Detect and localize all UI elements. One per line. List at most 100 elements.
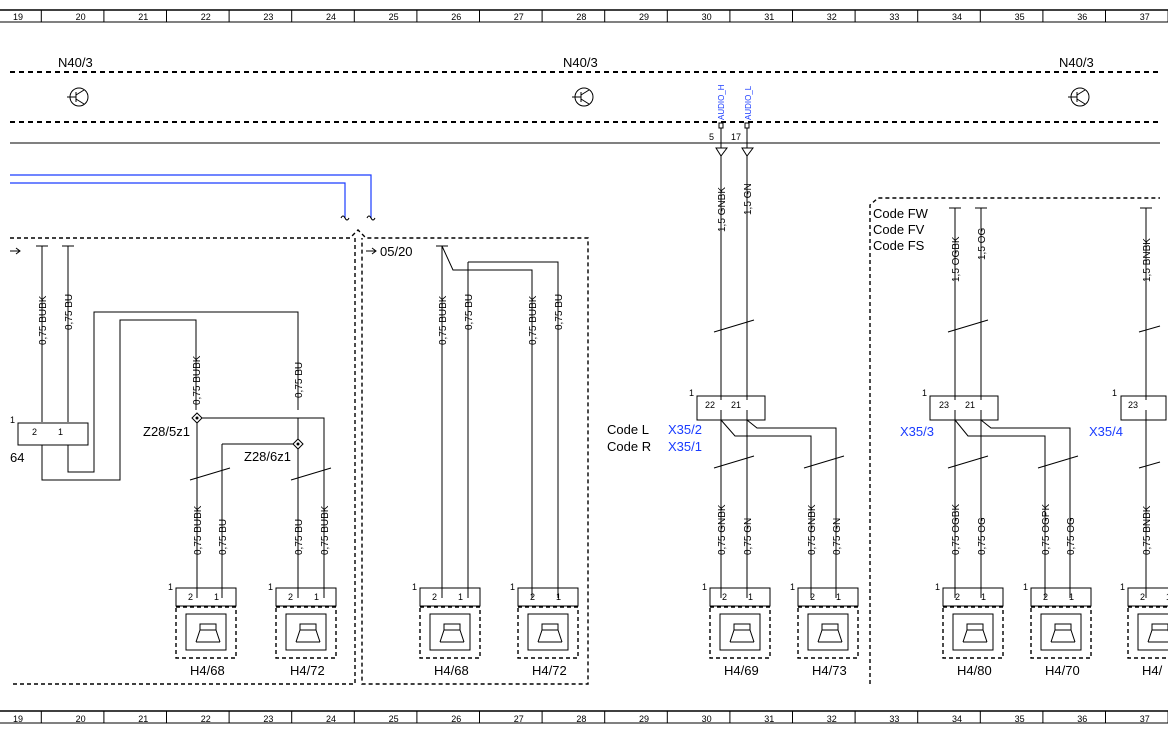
speaker-housing bbox=[175, 606, 237, 659]
speaker-connector bbox=[275, 587, 337, 607]
pin-label: 2 bbox=[188, 592, 193, 602]
wire-bundle bbox=[720, 410, 837, 598]
pin-5: 5 bbox=[709, 132, 714, 142]
code-label-fw: Code FW bbox=[873, 206, 929, 221]
pin-label: 1 bbox=[1112, 388, 1117, 398]
speaker-connector bbox=[1127, 587, 1168, 607]
speaker-label: H4/80 bbox=[957, 663, 992, 678]
pin-label: 2 bbox=[1043, 592, 1048, 602]
wire-label-bu: 0,75 BU bbox=[294, 362, 305, 398]
wire-bundle bbox=[36, 245, 74, 422]
arrow-right-icon bbox=[10, 247, 21, 255]
wire-label-og: 1,5 OG bbox=[977, 228, 988, 260]
speaker-frame bbox=[1040, 613, 1082, 651]
wire-label-ogpk: 0,75 OGPK bbox=[1041, 504, 1052, 555]
wire-label-bu: 0,75 BU bbox=[64, 294, 75, 330]
speaker-frame bbox=[952, 613, 994, 651]
code-label-fs: Code FS bbox=[873, 238, 925, 253]
connector-arrow-icon bbox=[715, 128, 754, 157]
pin-label: 1 bbox=[981, 592, 986, 602]
speaker-icon bbox=[295, 623, 321, 643]
grid-column-label: 37 bbox=[1140, 12, 1150, 22]
grid-column-label: 37 bbox=[1140, 714, 1150, 724]
pin-label: 1 bbox=[168, 582, 173, 592]
splice-icon bbox=[191, 412, 203, 424]
connector-block bbox=[17, 422, 89, 446]
pin-label: 2 bbox=[432, 592, 437, 602]
speaker-icon bbox=[729, 623, 755, 643]
connector-block bbox=[929, 395, 999, 421]
grid-column-label: 34 bbox=[952, 12, 962, 22]
speaker-label: H4/70 bbox=[1045, 663, 1080, 678]
pin-label: 1 bbox=[1166, 592, 1168, 602]
grid-column-label: 27 bbox=[514, 714, 524, 724]
grid-column-label: 26 bbox=[451, 714, 461, 724]
pin-label: 1 bbox=[458, 592, 463, 602]
grid-column-label: 34 bbox=[952, 714, 962, 724]
speaker-connector bbox=[419, 587, 481, 607]
pin-label: 21 bbox=[731, 400, 741, 410]
pin-label: 2 bbox=[530, 592, 535, 602]
cross-ref-64: 64 bbox=[10, 450, 24, 465]
speaker-housing bbox=[419, 606, 481, 659]
grid-column-label: 35 bbox=[1015, 12, 1025, 22]
grid-column-label: 33 bbox=[889, 714, 899, 724]
pin-label: 1 bbox=[510, 582, 515, 592]
grid-column-label: 36 bbox=[1077, 714, 1087, 724]
pin-label: 1 bbox=[314, 592, 319, 602]
speaker-connector bbox=[1030, 587, 1092, 607]
pin-label: 2 bbox=[955, 592, 960, 602]
grid-column-label: 22 bbox=[201, 12, 211, 22]
grid-column-label: 23 bbox=[263, 12, 273, 22]
speaker-label: H4/69 bbox=[724, 663, 759, 678]
grid-column-label: 33 bbox=[889, 12, 899, 22]
grid-column-label: 25 bbox=[389, 12, 399, 22]
grid-column-label: 20 bbox=[76, 12, 86, 22]
wire-label-bubk: 0,75 BUBK bbox=[38, 295, 49, 345]
grid-bottom bbox=[0, 710, 1168, 724]
grid-column-label: 36 bbox=[1077, 12, 1087, 22]
signal-audio-l: AUDIO_L bbox=[744, 85, 753, 120]
splice-z28-5z1: Z28/5z1 bbox=[143, 424, 190, 439]
grid-column-label: 24 bbox=[326, 12, 336, 22]
connector-block bbox=[696, 395, 766, 421]
speaker-icon bbox=[439, 623, 465, 643]
pin-label: 1 bbox=[412, 582, 417, 592]
speaker-connector bbox=[517, 587, 579, 607]
pin-label: 1 bbox=[1120, 582, 1125, 592]
grid-column-label: 30 bbox=[702, 12, 712, 22]
speaker-housing bbox=[1127, 606, 1168, 659]
wire-break-icon bbox=[340, 215, 376, 221]
pin-label: 2 bbox=[32, 427, 37, 437]
wire-bundle bbox=[41, 311, 299, 481]
wire-bundle bbox=[949, 207, 1152, 400]
transistor-icon bbox=[572, 87, 594, 107]
wire-label-bubk: 0,75 BUBK bbox=[193, 505, 204, 555]
pin-label: 22 bbox=[705, 400, 715, 410]
wire-label-bnbk: 0,75 BNBK bbox=[1142, 505, 1153, 555]
speaker-housing bbox=[275, 606, 337, 659]
wire-label-bubk: 0,75 BUBK bbox=[528, 295, 539, 345]
grid-column-label: 28 bbox=[576, 714, 586, 724]
pin-label: 1 bbox=[556, 592, 561, 602]
shield-mark bbox=[947, 455, 1161, 469]
grid-column-label: 22 bbox=[201, 714, 211, 724]
code-label-l: Code L bbox=[607, 422, 649, 437]
pin-label: 1 bbox=[748, 592, 753, 602]
pin-label: 2 bbox=[810, 592, 815, 602]
connector-block bbox=[1120, 395, 1167, 421]
speaker-frame bbox=[1137, 613, 1168, 651]
pin-terminal bbox=[718, 122, 724, 129]
code-label-fv: Code FV bbox=[873, 222, 925, 237]
speaker-housing bbox=[1030, 606, 1092, 659]
wire-label-bubk: 0,75 BUBK bbox=[192, 355, 203, 405]
speaker-connector bbox=[175, 587, 237, 607]
signal-audio-h: AUDIO_H bbox=[717, 84, 726, 120]
pin-label: 1 bbox=[922, 388, 927, 398]
transistor-icon bbox=[1068, 87, 1090, 107]
speaker-label: H4/72 bbox=[532, 663, 567, 678]
grid-column-label: 21 bbox=[138, 12, 148, 22]
